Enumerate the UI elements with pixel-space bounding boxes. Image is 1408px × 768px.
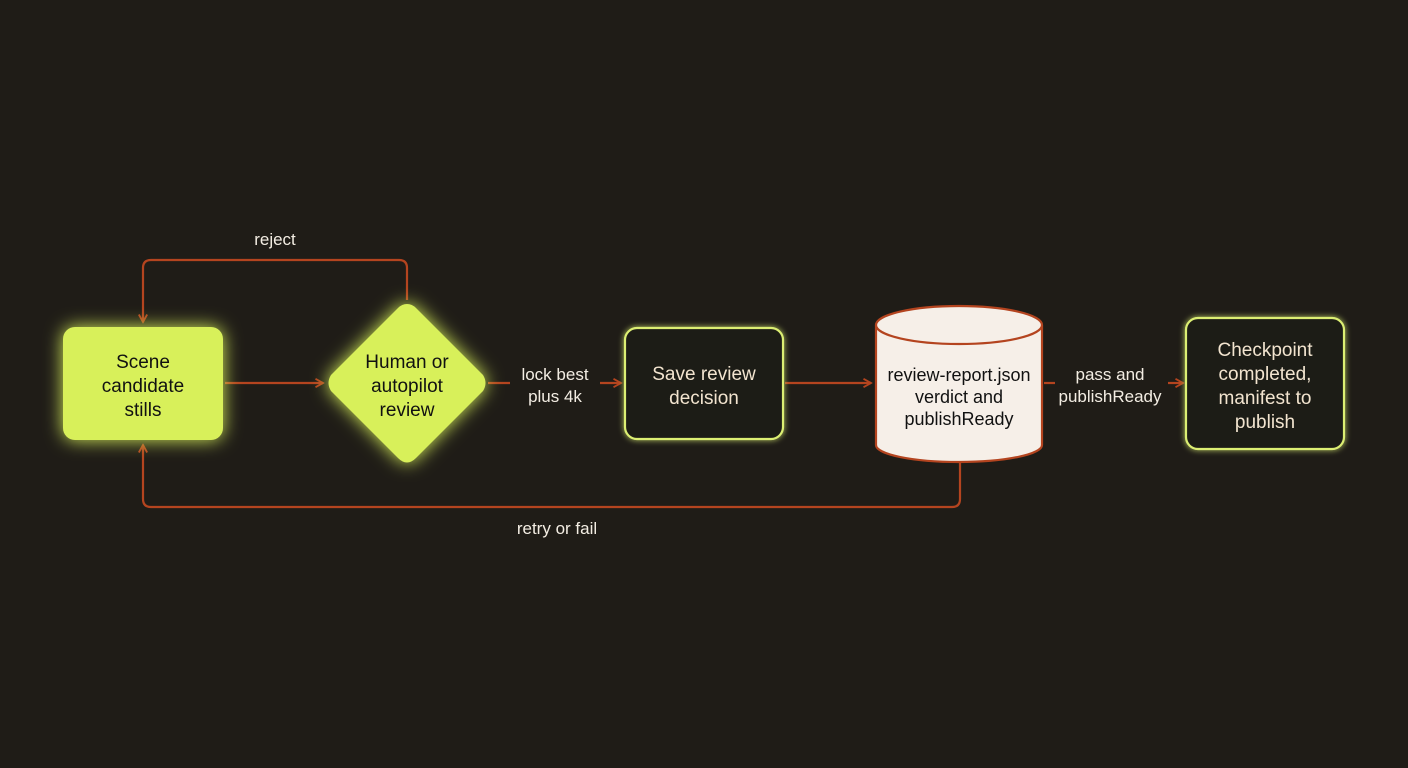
- node-save-line1: Save review: [652, 364, 756, 385]
- edge-label-lock-line2: plus 4k: [528, 387, 582, 406]
- edge-label-pass-line2: publishReady: [1058, 387, 1162, 406]
- node-checkpoint-line1: Checkpoint: [1217, 340, 1313, 361]
- node-scene-line3: stills: [125, 400, 162, 421]
- node-checkpoint-line3: manifest to: [1219, 388, 1312, 409]
- edge-label-pass-line1: pass and: [1076, 365, 1145, 384]
- edge-label-retry: retry or fail: [517, 519, 597, 538]
- edge-reject: [143, 258, 409, 322]
- node-save-line2: decision: [669, 388, 739, 409]
- node-scene-line2: candidate: [102, 376, 184, 397]
- node-report-line1: review-report.json: [887, 365, 1030, 385]
- node-human-or-autopilot-review: Human or autopilot review: [328, 304, 486, 463]
- node-save-review-decision: Save review decision: [623, 326, 785, 441]
- edge-label-reject: reject: [254, 230, 296, 249]
- node-report-line2: verdict and: [915, 387, 1003, 407]
- node-checkpoint-line2: completed,: [1219, 364, 1312, 385]
- node-review-report-cylinder: review-report.json verdict and publishRe…: [874, 304, 1044, 464]
- node-review-line2: autopilot: [371, 376, 444, 397]
- node-scene-candidate-stills: Scene candidate stills: [63, 327, 223, 440]
- node-checkpoint-completed: Checkpoint completed, manifest to publis…: [1184, 316, 1346, 451]
- edge-label-lock-line1: lock best: [521, 365, 588, 384]
- node-scene-line1: Scene: [116, 352, 170, 373]
- node-report-line3: publishReady: [904, 409, 1013, 429]
- node-checkpoint-line4: publish: [1235, 412, 1295, 433]
- node-review-line1: Human or: [365, 352, 449, 373]
- edge-retry: [143, 445, 962, 509]
- node-review-line3: review: [380, 400, 435, 421]
